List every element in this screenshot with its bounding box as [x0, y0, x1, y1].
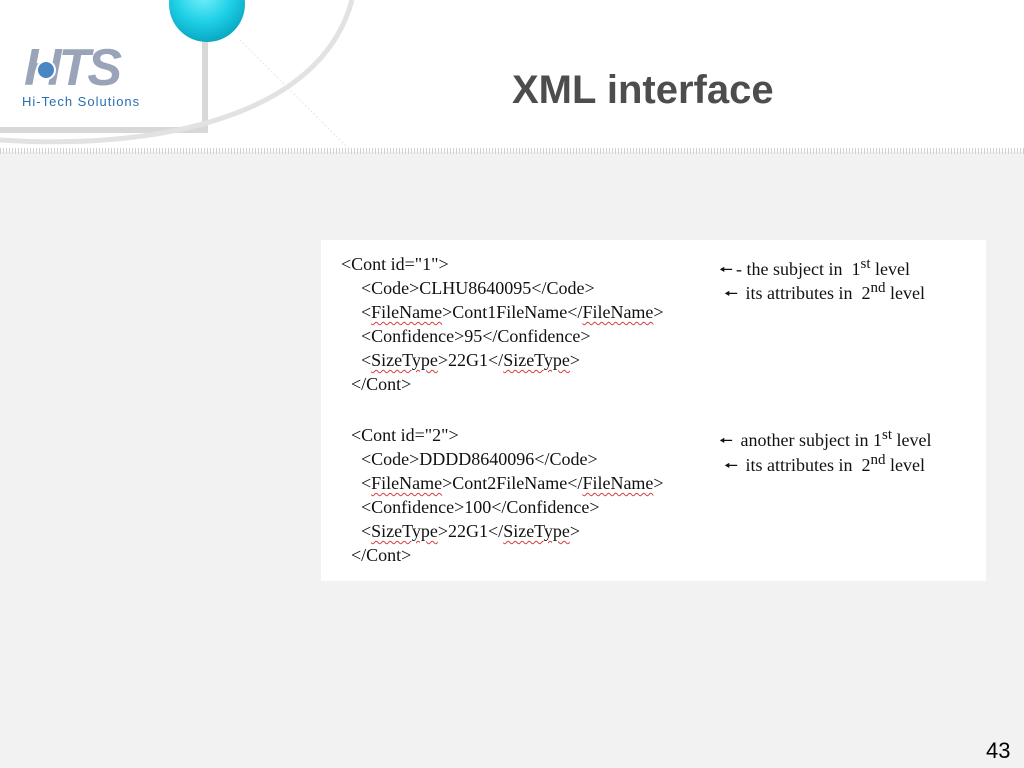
xml-cont-close-2: </Cont>	[351, 545, 412, 565]
xml-cont-close-1: </Cont>	[351, 374, 412, 394]
logo-eye-icon	[36, 60, 56, 80]
cyan-ball-icon	[169, 0, 245, 42]
xml-sizetype-line-2: <SizeType>22G1</SizeType>	[361, 521, 581, 541]
xml-cont-open-2: <Cont id="2">	[351, 425, 459, 445]
annotation-first-subject: 🠔- the subject in 1st level	[719, 252, 910, 282]
arrow-left-icon: 🠔	[719, 260, 734, 279]
header-divider	[0, 148, 1024, 154]
xml-filename-line-2: <FileName>Cont2FileName</FileName>	[361, 473, 664, 493]
xml-cont-open-1: <Cont id="1">	[341, 254, 449, 274]
company-logo: HTS Hi-Tech Solutions	[20, 40, 200, 115]
xml-sizetype-line-1: <SizeType>22G1</SizeType>	[361, 350, 581, 370]
xml-filename-line-1: <FileName>Cont1FileName</FileName>	[361, 302, 664, 322]
xml-example-panel: <Cont id="1"> <Code>CLHU8640095</Code> <…	[321, 240, 986, 581]
header-decoration	[0, 0, 355, 151]
logo-tagline: Hi-Tech Solutions	[22, 94, 141, 109]
annotation-second-attributes: 🠔 its attributes in 2nd level	[724, 448, 925, 478]
page-title: XML interface	[512, 68, 774, 112]
xml-code-line-2: <Code>DDDD8640096</Code>	[361, 449, 598, 469]
annotation-second-subject: 🠔 another subject in 1st level	[719, 423, 931, 453]
xml-confidence-line-1: <Confidence>95</Confidence>	[361, 326, 591, 346]
arrow-left-icon: 🠔	[724, 456, 739, 475]
xml-confidence-line-2: <Confidence>100</Confidence>	[361, 497, 600, 517]
arrow-left-icon: 🠔	[719, 431, 734, 450]
xml-code-line-1: <Code>CLHU8640095</Code>	[361, 278, 595, 298]
annotation-first-attributes: 🠔 its attributes in 2nd level	[724, 276, 925, 306]
arrow-left-icon: 🠔	[724, 284, 739, 303]
page-number: 43	[986, 738, 1011, 763]
header-band	[0, 0, 1024, 152]
